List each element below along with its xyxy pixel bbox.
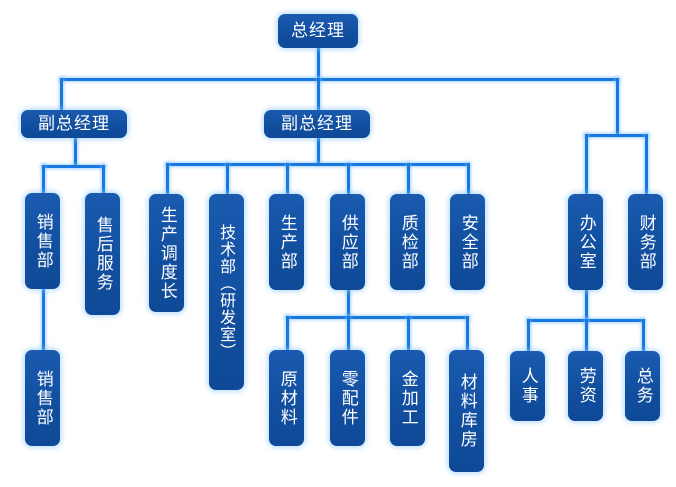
node-label: 供应部 [337,213,358,271]
node-label: 生产部 [276,213,297,271]
node-spare-parts[interactable]: 零配件 [330,350,365,446]
connector-drop-quality [407,163,410,194]
node-production-scheduler[interactable]: 生产调度长 [149,194,184,312]
node-quality-inspection-dept[interactable]: 质检部 [390,194,425,290]
connector-drop-finance [645,134,648,194]
node-label: 人事 [517,367,538,405]
node-after-sales-service[interactable]: 售后服务 [85,193,120,315]
node-general-manager[interactable]: 总经理 [278,14,358,48]
node-label: 质检部 [397,213,418,271]
node-general-affairs[interactable]: 总务 [625,351,660,421]
connector-deputy-mid-down [317,138,320,165]
node-raw-material[interactable]: 原材料 [269,350,304,446]
connector-sales-to-sub [42,289,45,350]
connector-drop-production [286,163,289,194]
node-office[interactable]: 办公室 [568,194,603,290]
node-production-dept[interactable]: 生产部 [269,194,304,290]
connector-left-bus [42,165,105,168]
connector-drop-sales [42,165,45,194]
node-label: 总经理 [291,20,345,41]
connector-drop-raw-material [286,316,289,350]
connector-drop-supply [347,163,350,194]
node-label: 办公室 [575,213,596,271]
connector-office-down [585,289,588,321]
node-finance-dept[interactable]: 财务部 [628,194,663,290]
node-label: 销售部 [32,369,53,427]
node-label: 副总经理 [38,113,110,134]
connector-deputy-left-down [74,138,77,167]
connector-right-bus [585,134,648,137]
node-label: 劳资 [575,367,596,405]
connector-gm-down [317,47,320,79]
connector-drop-general-affairs [642,319,645,351]
node-label: 财务部 [635,213,656,271]
connector-mid-bus [166,163,468,166]
node-safety-dept[interactable]: 安全部 [450,194,485,290]
node-label: 销售部 [32,212,53,270]
connector-drop-office [585,134,588,194]
node-label: 生产调度长 [156,205,177,301]
connector-main-bus [60,78,619,81]
node-label: 安全部 [457,213,478,271]
node-technical-dept[interactable]: 技术部（研发室） [209,194,244,390]
connector-drop-right-branch [616,78,619,135]
connector-drop-personnel [527,319,530,351]
node-personnel[interactable]: 人事 [510,351,545,421]
node-supply-dept[interactable]: 供应部 [330,194,365,290]
connector-drop-labor-wages [585,319,588,351]
node-deputy-general-manager-left[interactable]: 副总经理 [21,110,127,138]
connector-drop-deputy-mid [317,78,320,111]
node-label: 副总经理 [281,113,353,134]
node-label: 售后服务 [92,216,113,292]
connector-drop-after-sales [102,165,105,194]
node-label: 材料库房 [456,373,477,449]
connector-supply-down [347,289,350,318]
connector-supply-bus [286,316,469,319]
node-sales-dept-sub[interactable]: 销售部 [25,350,60,446]
node-label: 总务 [632,367,653,405]
connector-drop-spare-parts [347,316,350,350]
node-label: 技术部（研发室） [217,224,237,360]
connector-drop-tech-dept [226,163,229,194]
node-label: 零配件 [337,369,358,427]
connector-drop-metal-processing [407,316,410,350]
node-metal-processing[interactable]: 金加工 [390,350,425,446]
connector-drop-material-warehouse [466,316,469,350]
node-sales-dept[interactable]: 销售部 [25,193,60,289]
connector-drop-deputy-left [60,78,63,111]
connector-drop-safety [467,163,470,194]
node-deputy-general-manager-mid[interactable]: 副总经理 [264,110,370,138]
node-label: 金加工 [397,369,418,427]
node-label: 原材料 [276,369,297,427]
connector-drop-prod-scheduler [166,163,169,194]
node-labor-wages[interactable]: 劳资 [568,351,603,421]
node-material-warehouse[interactable]: 材料库房 [449,350,484,472]
